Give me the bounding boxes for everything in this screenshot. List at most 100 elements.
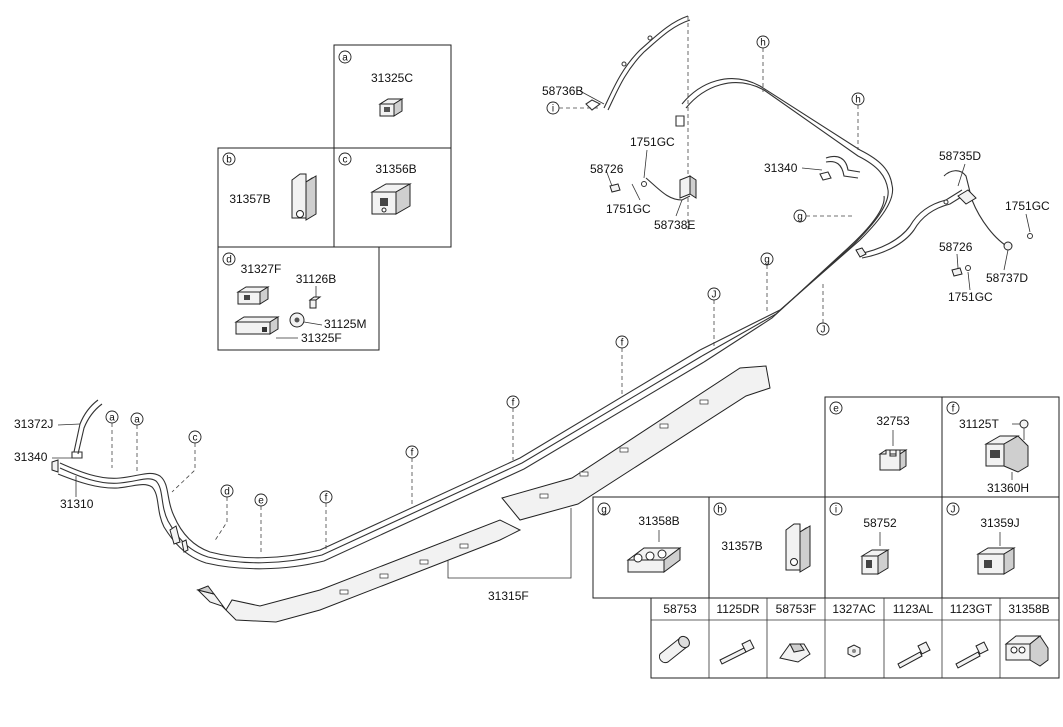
marker-e: e bbox=[254, 493, 268, 554]
detail-box-h: h 31357B bbox=[708, 496, 826, 599]
underbody-bracket-31315F bbox=[196, 365, 771, 623]
callout-58736B: 58736B bbox=[542, 84, 583, 98]
clip-31359J-icon bbox=[976, 532, 1016, 575]
detail-box-f: f 31125T 31360H bbox=[941, 396, 1060, 498]
bolt-1123AL-icon bbox=[897, 641, 931, 669]
clip-31356B-icon bbox=[370, 183, 412, 215]
part-31360H: 31360H bbox=[987, 481, 1029, 495]
svg-text:g: g bbox=[797, 212, 803, 223]
part-31358B-g: 31358B bbox=[638, 514, 679, 528]
svg-text:d: d bbox=[224, 487, 230, 498]
box-letter-c: c bbox=[343, 155, 348, 166]
sleeve-58753-icon bbox=[658, 635, 690, 664]
part-31125M: 31125M bbox=[324, 317, 366, 331]
part-31359J: 31359J bbox=[980, 516, 1019, 530]
box-letter-i: i bbox=[835, 505, 837, 516]
box-letter-d: d bbox=[226, 255, 232, 266]
bolt-31126B-icon bbox=[308, 286, 322, 309]
clip-58752-icon bbox=[860, 532, 890, 575]
box-letter-b: b bbox=[226, 155, 232, 166]
clip-31357B-h-icon bbox=[785, 523, 811, 573]
bolt-1125DR-icon bbox=[719, 639, 755, 665]
callout-31310: 31310 bbox=[60, 497, 94, 511]
grommet-31125M-icon bbox=[289, 312, 323, 328]
box-letter-e: e bbox=[833, 404, 839, 415]
callout-58726-right: 58726 bbox=[939, 240, 973, 254]
svg-text:f: f bbox=[621, 338, 624, 349]
detail-box-e: e 32753 bbox=[824, 396, 943, 498]
part-31357B-b: 31357B bbox=[229, 192, 270, 206]
clip-31358B-small-icon bbox=[1004, 635, 1049, 667]
box-letter-h: h bbox=[717, 505, 723, 516]
box-letter-g: g bbox=[601, 505, 607, 516]
callout-31340-right: 31340 bbox=[764, 161, 798, 175]
hardware-1123GT: 1123GT bbox=[950, 602, 993, 616]
svg-text:f: f bbox=[512, 398, 515, 409]
svg-text:a: a bbox=[109, 413, 115, 424]
svg-text:f: f bbox=[411, 448, 414, 459]
hardware-table: 58753 1125DR 58753F 1327AC 1123AL 1123GT… bbox=[650, 597, 1060, 679]
box-letter-a: a bbox=[342, 53, 348, 64]
marker-d: d bbox=[213, 484, 234, 543]
part-31356B: 31356B bbox=[375, 162, 416, 176]
detail-box-c: c 31356B bbox=[333, 147, 452, 248]
box-letter-f: f bbox=[952, 404, 955, 415]
callout-58737D: 58737D bbox=[986, 271, 1028, 285]
hardware-1125DR: 1125DR bbox=[716, 602, 759, 616]
clip-31325C-icon bbox=[378, 98, 404, 117]
marker-h2: h bbox=[851, 92, 865, 150]
svg-text:i: i bbox=[552, 104, 554, 115]
clip-31360H-icon bbox=[984, 435, 1029, 480]
svg-text:c: c bbox=[193, 433, 198, 444]
svg-text:a: a bbox=[134, 415, 140, 426]
part-32753: 32753 bbox=[876, 414, 910, 428]
svg-text:J: J bbox=[712, 290, 717, 301]
marker-c: c bbox=[171, 430, 202, 493]
callout-31315F: 31315F bbox=[488, 589, 529, 603]
hardware-1327AC: 1327AC bbox=[832, 602, 876, 616]
callout-58738E: 58738E bbox=[654, 218, 695, 232]
marker-h1: h bbox=[756, 35, 770, 92]
marker-f4: f bbox=[615, 335, 629, 396]
nut-1327AC-icon bbox=[847, 644, 861, 658]
hardware-58753F: 58753F bbox=[776, 602, 817, 616]
callout-31372J: 31372J bbox=[14, 417, 53, 431]
callout-1751GC-mid: 1751GC bbox=[606, 202, 651, 216]
detail-box-b: b 31357B bbox=[217, 147, 335, 248]
part-31357B-h: 31357B bbox=[721, 539, 762, 553]
marker-f2: f bbox=[405, 445, 419, 508]
part-31325F: 31325F bbox=[301, 331, 342, 345]
detail-box-j: J 31359J bbox=[941, 496, 1060, 599]
callout-58726-mid: 58726 bbox=[590, 162, 624, 176]
part-31325C: 31325C bbox=[371, 71, 413, 85]
part-31327F: 31327F bbox=[241, 262, 282, 276]
hardware-1123AL: 1123AL bbox=[893, 602, 934, 616]
box-letter-j: J bbox=[951, 505, 956, 516]
callout-31340-left: 31340 bbox=[14, 450, 48, 464]
svg-text:J: J bbox=[821, 325, 826, 336]
marker-g2: g bbox=[793, 209, 852, 223]
marker-j2: J bbox=[816, 284, 830, 336]
svg-text:h: h bbox=[855, 95, 861, 106]
callout-1751GC-bottom: 1751GC bbox=[948, 290, 993, 304]
marker-g1: g bbox=[760, 252, 774, 312]
main-fuel-tube-bundle bbox=[51, 349, 705, 570]
clip-31357B-icon bbox=[291, 173, 317, 221]
clip-32753-icon bbox=[878, 430, 908, 471]
grommet-31125T-icon bbox=[1012, 419, 1029, 440]
callout-1751GC-top: 1751GC bbox=[630, 135, 675, 149]
upper-right-assembly bbox=[585, 15, 1033, 363]
callout-1751GC-right: 1751GC bbox=[1005, 199, 1050, 213]
detail-box-d: d 31327F 31126B 31125M 31325F bbox=[217, 246, 380, 351]
clip-58753F-icon bbox=[779, 643, 811, 663]
detail-box-i: i 58752 bbox=[824, 496, 943, 599]
svg-text:g: g bbox=[764, 255, 770, 266]
callout-58735D: 58735D bbox=[939, 149, 981, 163]
bracket-31327F-icon bbox=[236, 286, 270, 305]
part-31125T: 31125T bbox=[959, 417, 999, 431]
hardware-58753: 58753 bbox=[663, 602, 697, 616]
hardware-31358B: 31358B bbox=[1008, 602, 1049, 616]
marker-f3: f bbox=[506, 395, 520, 460]
marker-a2: a bbox=[130, 412, 144, 472]
